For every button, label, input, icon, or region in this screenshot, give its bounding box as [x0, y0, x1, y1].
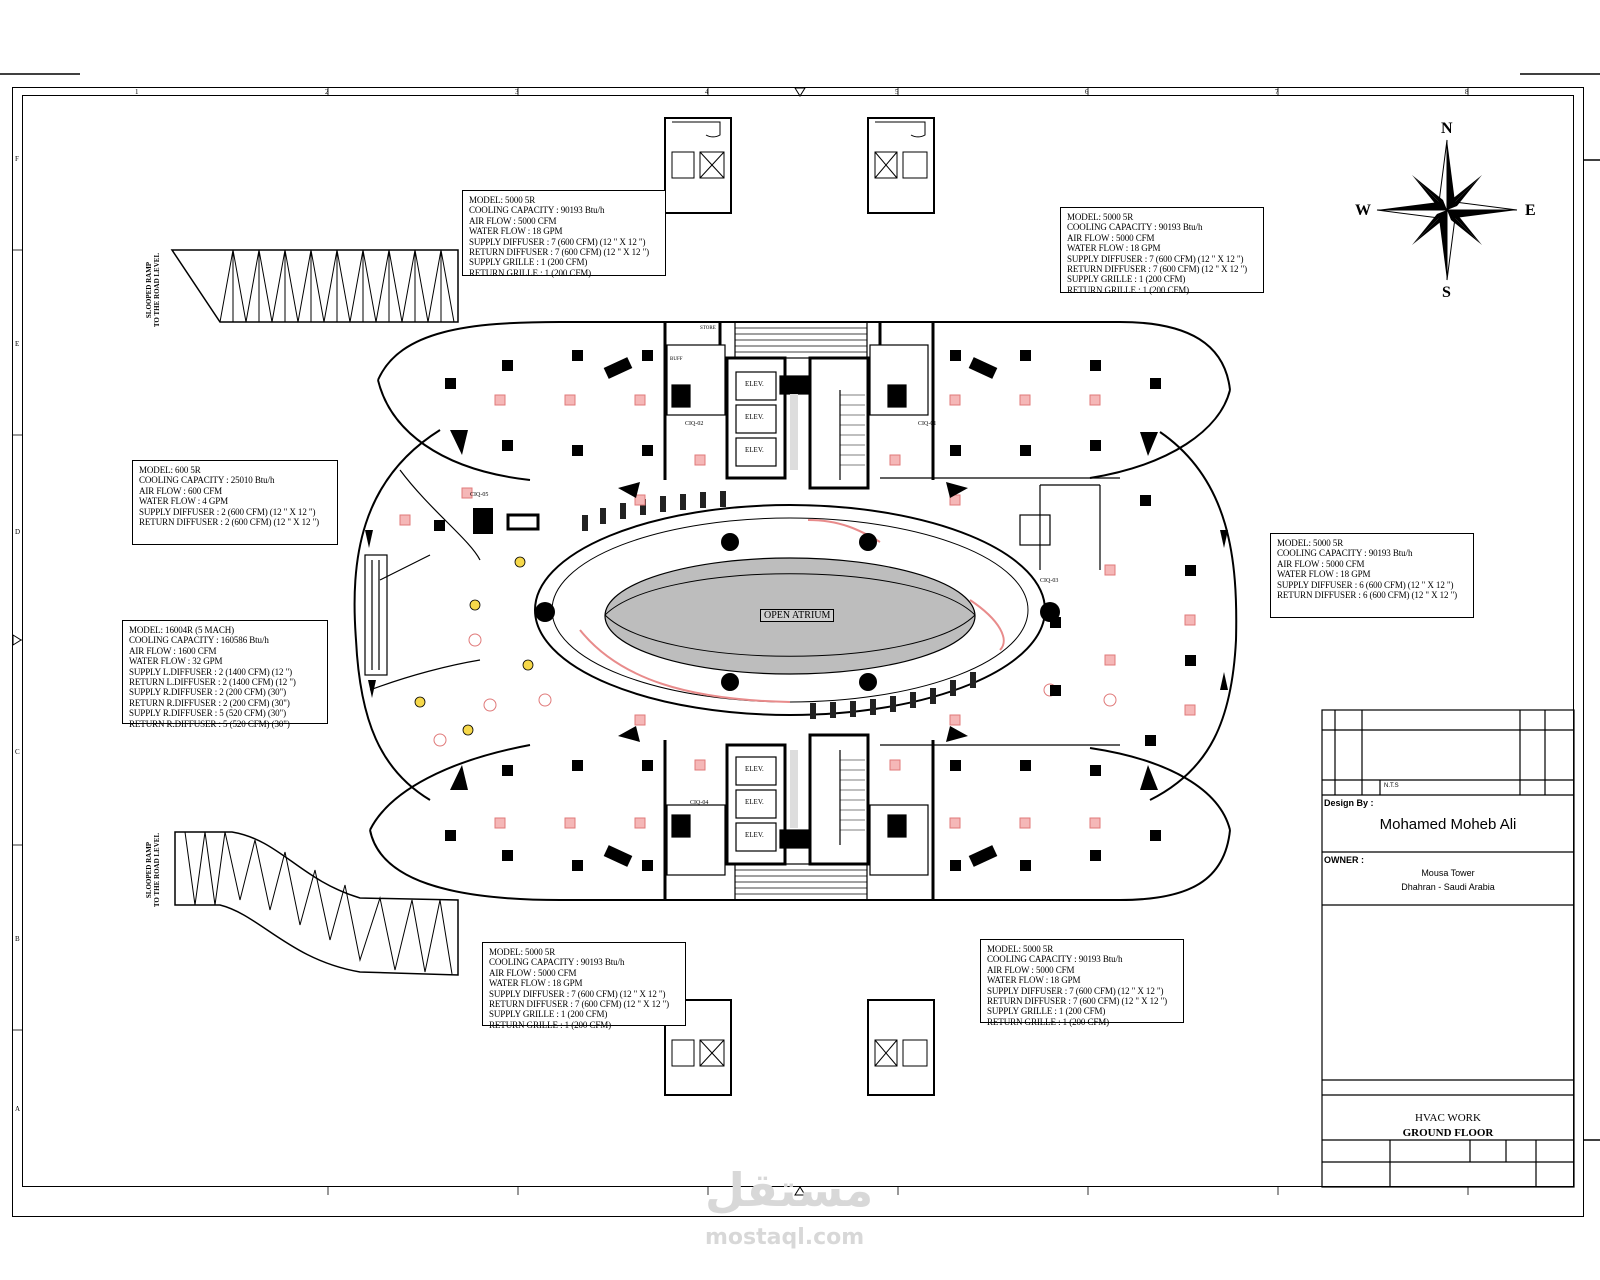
grid-letter: A: [15, 1105, 21, 1113]
ciq-label: CIQ-03: [1040, 578, 1059, 584]
project-name: Mousa Tower: [1421, 868, 1475, 878]
elevator-label: ELEV.: [745, 798, 764, 806]
grid-label: 2: [325, 88, 329, 96]
fan-coil-units: [434, 350, 1196, 871]
equipment-note-lower-left: MODEL: 16004R (5 MACH)COOLING CAPACITY :…: [122, 620, 328, 729]
owner-label: OWNER :: [1324, 855, 1364, 865]
buff-label: BUFF: [670, 357, 683, 362]
ciq-label: CIQ-05: [470, 492, 489, 498]
compass-west-label: W: [1355, 202, 1371, 219]
sheet-inner-border: [22, 95, 1574, 1187]
ramp-top: [170, 249, 459, 323]
core-top: [725, 321, 870, 490]
designer-name: Mohamed Moheb Ali: [1379, 816, 1517, 833]
diffusers: [399, 394, 1196, 829]
grid-label: 3: [515, 88, 519, 96]
compass-south-label: S: [1442, 284, 1451, 301]
grid-label: 7: [1275, 88, 1279, 96]
grid-label: 5: [895, 88, 899, 96]
watermark-url: mostaql.com: [705, 1225, 865, 1250]
grid-label: 6: [1085, 88, 1089, 96]
compass-north-label: N: [1441, 120, 1453, 137]
drawing-title: HVAC WORK: [1415, 1112, 1481, 1124]
north-arrow: [1376, 139, 1518, 281]
watermark-logo: مستقل: [705, 1163, 874, 1217]
elevator-label: ELEV.: [745, 380, 764, 388]
grid-letter: D: [15, 528, 21, 536]
grid-letter: C: [15, 748, 20, 756]
elevator-label: ELEV.: [745, 831, 764, 839]
grid-letter: F: [15, 155, 19, 163]
compass-east-label: E: [1525, 202, 1536, 219]
ciq-label: CIQ-01: [918, 421, 937, 427]
grid-label: 8: [1465, 88, 1469, 96]
open-atrium-label: OPEN ATRIUM: [760, 609, 835, 622]
grid-label: 4: [705, 88, 709, 96]
building-outline: [353, 321, 1238, 901]
grid-letter: E: [15, 340, 20, 348]
elevator-label: ELEV.: [745, 446, 764, 454]
ciq-label: CIQ-04: [690, 800, 709, 806]
ciq-label: CIQ-02: [685, 421, 704, 427]
external-stair-towers: [664, 117, 935, 1096]
drawing-subtitle: GROUND FLOOR: [1402, 1127, 1494, 1139]
grid-label: 1: [135, 88, 139, 96]
project-location: Dhahran - Saudi Arabia: [1401, 882, 1495, 892]
elevator-label: ELEV.: [745, 413, 764, 421]
store-label: STORE: [700, 326, 716, 331]
core-bottom: [725, 733, 870, 901]
design-by-label: Design By :: [1324, 798, 1374, 808]
elevator-label: ELEV.: [745, 765, 764, 773]
ramp-bottom: [174, 831, 459, 976]
grid-letter: B: [15, 935, 20, 943]
scale-label: N.T.S: [1384, 783, 1399, 789]
title-block: [1321, 709, 1575, 1188]
